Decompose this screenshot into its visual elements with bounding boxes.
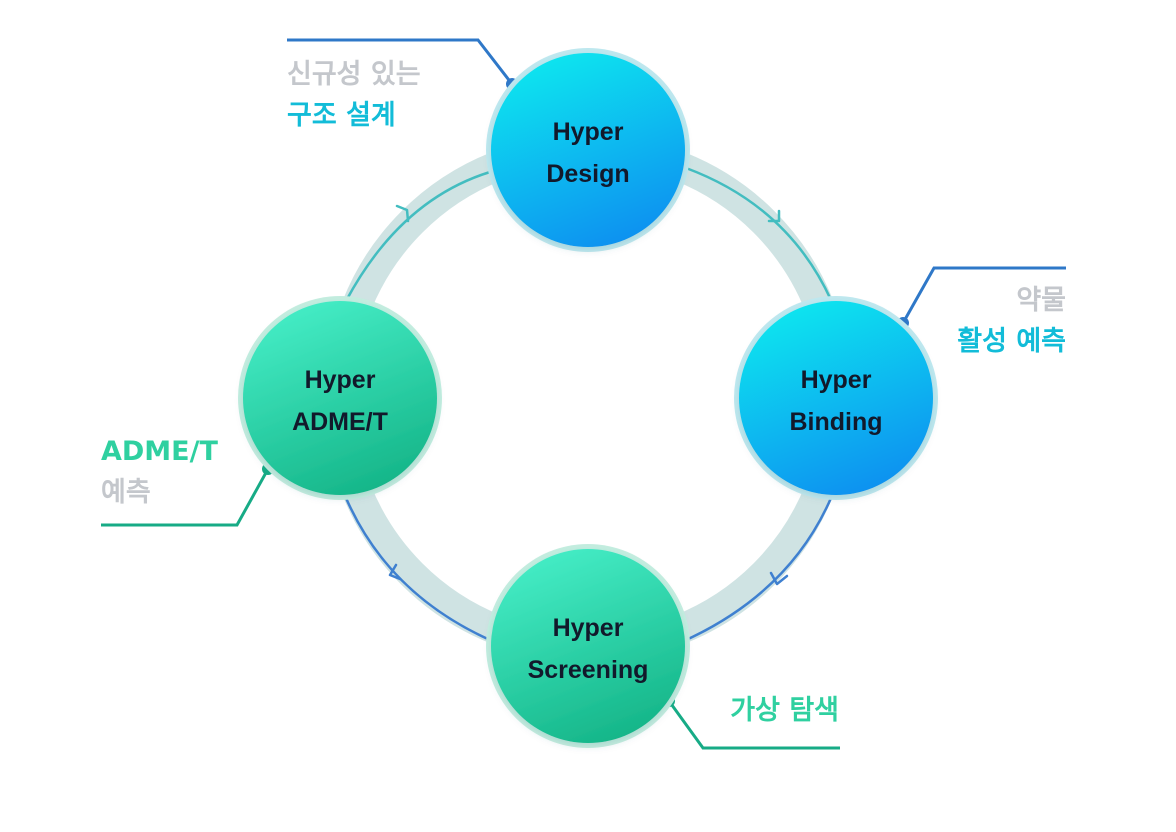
callout-admet-line1: ADME/T [101,436,218,467]
node-design-line1: Hyper [553,118,624,146]
callout-binding-line2: 활성 예측 [957,326,1066,357]
leader-line-admet [101,468,270,527]
node-hyper-binding: Hyper Binding [734,296,938,500]
arrow-icon-top-right [767,209,781,223]
callout-screening: 가상 탐색 [730,690,839,731]
callout-admet: ADME/T 예측 [101,431,218,513]
node-admet-line2: ADME/T [292,408,388,436]
node-binding-line1: Hyper [801,366,872,394]
node-screening-line2: Screening [528,656,649,684]
node-screening-line1: Hyper [553,614,624,642]
callout-design-line2: 구조 설계 [287,100,396,131]
node-hyper-admet: Hyper ADME/T [238,296,442,500]
node-design-line2: Design [546,160,629,188]
node-admet-line1: Hyper [305,366,376,394]
callout-binding-line1: 약물 [1016,285,1066,316]
arrow-icon-top-left [395,204,410,223]
leader-line-screening [667,700,840,750]
node-binding-line2: Binding [789,408,882,436]
callout-design-line1: 신규성 있는 [287,59,421,90]
flow-arc-admet-to-design [344,170,491,302]
node-hyper-screening: Hyper Screening [486,544,690,748]
leader-line-binding [901,266,1066,324]
arrow-icon-bottom-left [388,563,402,581]
arrow-icon-bottom-right [769,571,789,586]
callout-screening-line1: 가상 탐색 [730,695,839,726]
callout-admet-line2: 예측 [101,477,151,508]
node-hyper-design: Hyper Design [486,48,690,252]
callout-binding: 약물 활성 예측 [957,280,1066,362]
leader-line-design [287,38,514,85]
callout-design: 신규성 있는 구조 설계 [287,54,421,136]
flow-arc-screening-to-admet [344,497,491,642]
